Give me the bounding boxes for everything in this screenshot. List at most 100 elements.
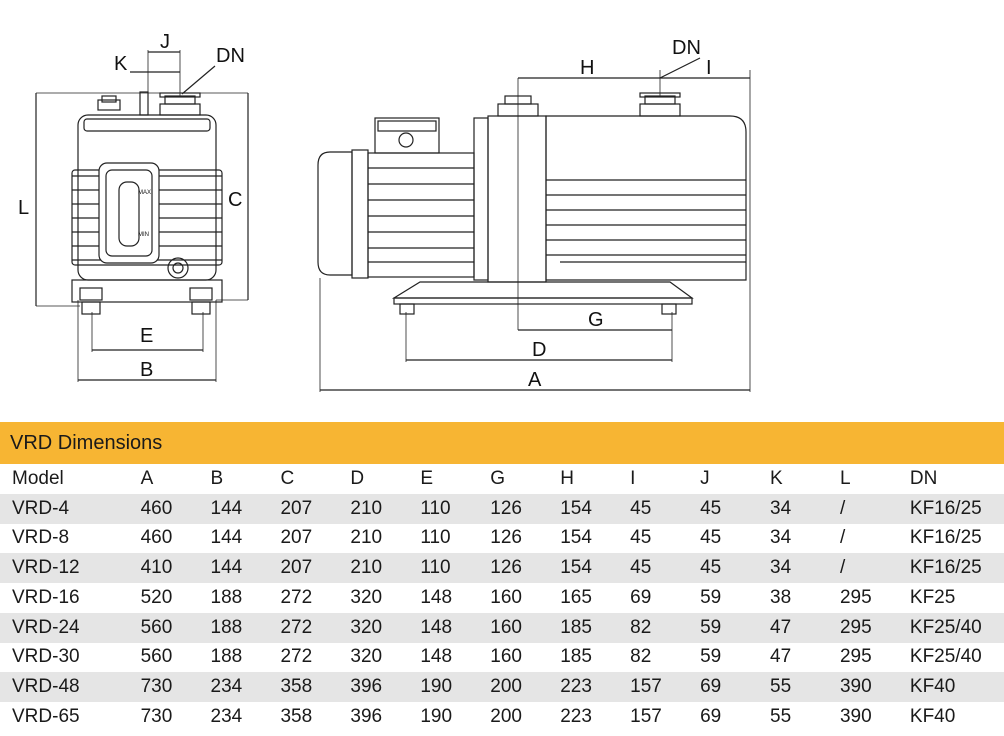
table-cell: 207 [268, 553, 339, 583]
table-cell: / [839, 527, 846, 549]
column-header: K [770, 467, 783, 489]
table-cell: 210 [338, 553, 409, 583]
table-cell: 185 [560, 646, 592, 668]
table-cell: VRD-12 [0, 553, 129, 583]
table-cell: 210 [338, 493, 409, 524]
column-header: C [280, 467, 295, 489]
table-cell: 126 [490, 527, 522, 549]
label-d: D [532, 339, 546, 361]
table-cell: 160 [478, 612, 549, 643]
table-cell: 126 [478, 493, 549, 524]
table-cell: 45 [618, 553, 689, 583]
table-cell: 730 [140, 705, 173, 727]
label-h: H [580, 57, 594, 79]
table-cell: 69 [700, 705, 722, 727]
table-cell: 200 [478, 672, 549, 702]
table-cell: VRD-65 [12, 705, 80, 727]
label-e: E [140, 325, 153, 347]
table-cell: KF40 [909, 705, 956, 727]
column-header: B [210, 467, 224, 489]
table-cell: 188 [210, 586, 243, 608]
column-header: L [839, 467, 851, 489]
table-cell: 223 [560, 705, 592, 727]
table-cell: 190 [408, 672, 479, 702]
table-cell: 396 [338, 672, 409, 702]
side-view [317, 57, 751, 392]
table-cell: 730 [128, 672, 199, 702]
table-cell: 234 [198, 672, 269, 702]
table-cell: 144 [210, 527, 243, 549]
table-cell: 45 [630, 527, 652, 549]
column-header: H [560, 467, 574, 489]
table-cell: 460 [128, 493, 199, 524]
table-cell: 47 [758, 612, 828, 643]
front-view [35, 50, 249, 382]
table-cell: 45 [688, 553, 759, 583]
table-cell: 210 [350, 527, 383, 549]
table-cell: 34 [758, 553, 828, 583]
table-cell: 154 [560, 527, 592, 549]
table-cell: KF16/25 [897, 493, 1004, 524]
table-cell: 188 [198, 612, 269, 643]
table-cell: 45 [618, 493, 689, 524]
table-cell: 223 [548, 672, 619, 702]
table-cell: VRD-24 [0, 612, 129, 643]
table-cell: 207 [268, 493, 339, 524]
table-cell: 45 [688, 493, 759, 524]
table-cell: 295 [839, 586, 872, 608]
table-cell: 82 [630, 646, 652, 668]
table-cell: KF40 [897, 672, 1004, 702]
table-cell: 144 [198, 493, 269, 524]
table-cell: 154 [548, 553, 619, 583]
column-header: DN [909, 467, 938, 489]
pump-dimension-drawing: K J DN L C E B MAX MIN H DN I G D A [18, 31, 751, 392]
column-header: E [420, 467, 434, 489]
table-cell: KF25/40 [897, 612, 1004, 643]
table-cell: KF25 [909, 586, 956, 608]
column-header: I [630, 467, 636, 489]
table-cell: 396 [350, 705, 383, 727]
table-cell: 390 [839, 705, 872, 727]
table-cell: 144 [198, 553, 269, 583]
table-cell: 59 [700, 586, 722, 608]
table-cell: 272 [280, 586, 313, 608]
table-cell: KF16/25 [897, 553, 1004, 583]
table-cell: 320 [350, 646, 383, 668]
table-cell: 157 [630, 705, 662, 727]
label-l: L [18, 197, 29, 219]
label-min: MIN [138, 232, 149, 238]
label-j: J [160, 31, 170, 53]
table-cell: 190 [420, 705, 453, 727]
table-cell: VRD-16 [12, 586, 80, 608]
table-cell: 390 [827, 672, 898, 702]
table-cell: 148 [420, 646, 453, 668]
table-cell: 358 [280, 705, 313, 727]
table-cell: 160 [490, 586, 522, 608]
table-cell: 234 [210, 705, 243, 727]
table-cell: 358 [268, 672, 339, 702]
table-cell: 59 [688, 612, 759, 643]
table-cell: 200 [490, 705, 522, 727]
table-cell: VRD-4 [0, 493, 129, 524]
table-cell: / [827, 553, 898, 583]
table-cell: 520 [140, 586, 173, 608]
table-cell: 185 [548, 612, 619, 643]
table-cell: 165 [560, 586, 592, 608]
label-c: C [228, 189, 242, 211]
table-cell: VRD-8 [12, 527, 70, 549]
label-a: A [528, 369, 542, 391]
table-cell: 320 [350, 586, 383, 608]
table-cell: KF16/25 [909, 527, 982, 549]
table-cell: / [827, 493, 898, 524]
table-header-row: Model A B C D E G H I J K L DN [0, 464, 1004, 494]
table-cell: 295 [827, 612, 898, 643]
table-cell: 110 [420, 527, 451, 549]
table-cell: 560 [128, 612, 199, 643]
table-cell: 82 [618, 612, 689, 643]
